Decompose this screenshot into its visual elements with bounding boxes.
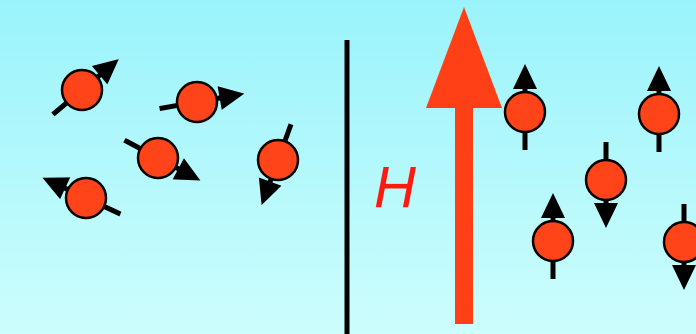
left-panel-random-spins — [42, 59, 300, 220]
spin-left-3-particle — [64, 176, 108, 220]
spin-left-5 — [256, 123, 300, 206]
spin-right-4-arrowhead — [647, 66, 671, 91]
spin-left-5-particle — [256, 138, 300, 182]
spin-right-1-arrowhead — [513, 64, 537, 89]
spin-left-2-arrowhead — [217, 86, 245, 110]
spin-right-4-particle — [637, 92, 681, 136]
spin-left-4-particle — [136, 136, 180, 180]
right-panel-aligned-spins — [503, 64, 696, 290]
field-arrow-head — [426, 7, 502, 108]
spin-right-2-particle — [584, 158, 628, 202]
spin-right-1 — [503, 64, 547, 150]
spin-right-2 — [584, 142, 628, 228]
spin-right-3-arrowhead — [541, 193, 565, 218]
spin-right-5-particle — [662, 220, 696, 264]
spin-left-1-particle — [60, 68, 104, 112]
spin-right-1-particle — [503, 90, 547, 134]
spin-right-5 — [662, 204, 696, 290]
spin-right-4 — [637, 66, 681, 152]
spin-left-5-arrowhead — [258, 177, 282, 206]
spin-left-1 — [51, 59, 119, 117]
spin-left-4 — [123, 136, 201, 181]
magnetic-field: H — [374, 7, 502, 324]
spin-left-2-particle — [175, 80, 219, 124]
spin-right-3 — [531, 193, 575, 279]
spin-right-2-arrowhead — [594, 203, 618, 228]
spin-left-3-arrowhead — [42, 177, 71, 200]
spin-left-4-arrowhead — [172, 158, 201, 181]
spin-right-5-arrowhead — [672, 265, 696, 290]
spin-right-3-particle — [531, 219, 575, 263]
spin-left-2 — [159, 80, 245, 124]
spin-left-3 — [42, 176, 122, 220]
field-arrow-shaft — [455, 105, 473, 324]
spin-left-1-arrowhead — [91, 59, 119, 85]
field-label: H — [374, 155, 416, 220]
